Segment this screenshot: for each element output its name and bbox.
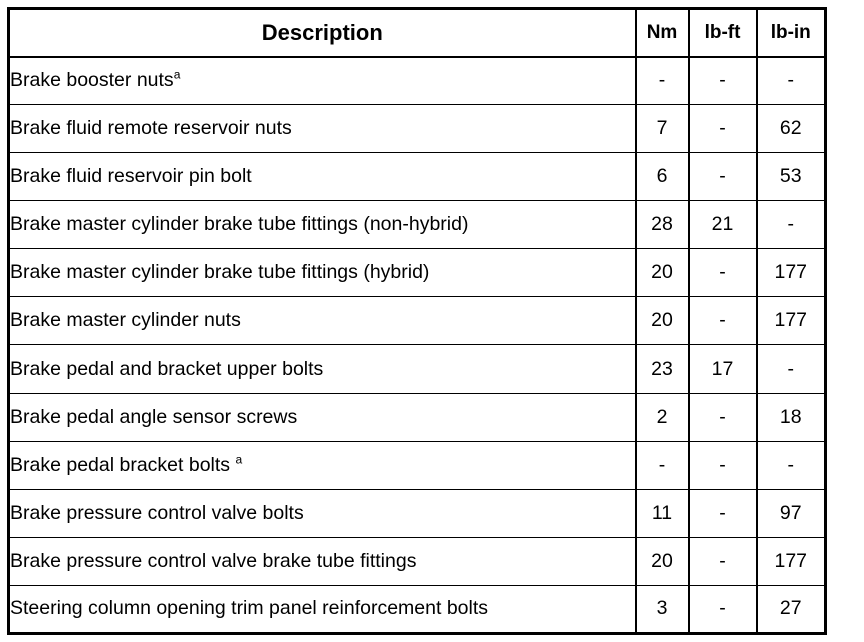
description-text: Brake fluid reservoir pin bolt <box>10 165 252 188</box>
cell-description: Brake pedal and bracket upper bolts <box>8 344 636 394</box>
description-text: Brake booster nuts <box>10 69 174 92</box>
column-header-lb-ft: lb-ft <box>687 8 757 58</box>
footnote-marker: a <box>235 452 243 467</box>
torque-specification-table-container: Description Nm lb-ft lb-in Brake booster… <box>7 7 827 635</box>
cell-nm: 11 <box>634 488 689 538</box>
cell-lb-ft: 17 <box>687 344 757 394</box>
cell-lb-ft: - <box>687 392 757 442</box>
table-row: Brake master cylinder brake tube fitting… <box>8 248 826 298</box>
cell-lb-ft: - <box>687 296 757 346</box>
cell-lb-in: 97 <box>755 488 826 538</box>
table-header-row: Description Nm lb-ft lb-in <box>8 8 826 58</box>
description-text: Brake pressure control valve brake tube … <box>10 549 417 572</box>
cell-nm: 7 <box>634 104 689 154</box>
table-row: Brake pressure control valve bolts 11-97 <box>8 488 826 538</box>
table-row: Brake booster nutsa--- <box>8 55 826 106</box>
cell-description: Brake fluid reservoir pin bolt <box>8 152 636 202</box>
cell-description: Brake master cylinder nuts <box>8 296 636 346</box>
cell-lb-in: - <box>755 344 826 394</box>
cell-lb-in: 27 <box>755 584 826 635</box>
description-text: Brake pedal angle sensor screws <box>10 405 298 428</box>
table-row: Brake pedal bracket bolts a--- <box>8 440 826 490</box>
cell-description: Brake master cylinder brake tube fitting… <box>8 248 636 298</box>
cell-lb-ft: - <box>687 55 757 106</box>
table-row: Brake master cylinder brake tube fitting… <box>8 200 826 250</box>
description-text: Steering column opening trim panel reinf… <box>10 597 489 620</box>
cell-description: Brake pedal angle sensor screws <box>8 392 636 442</box>
cell-nm: 2 <box>634 392 689 442</box>
cell-nm: 23 <box>634 344 689 394</box>
cell-nm: 3 <box>634 584 689 635</box>
cell-lb-ft: - <box>687 152 757 202</box>
description-text: Brake fluid remote reservoir nuts <box>10 117 292 140</box>
cell-lb-in: - <box>755 200 826 250</box>
cell-lb-ft: - <box>687 440 757 490</box>
cell-lb-in: 62 <box>755 104 826 154</box>
cell-nm: 6 <box>634 152 689 202</box>
cell-lb-in: - <box>755 55 826 106</box>
cell-lb-ft: 21 <box>687 200 757 250</box>
cell-nm: - <box>634 440 689 490</box>
description-text: Brake pressure control valve bolts <box>10 501 304 524</box>
description-text: Brake pedal and bracket upper bolts <box>10 357 324 380</box>
cell-lb-ft: - <box>687 488 757 538</box>
cell-lb-ft: - <box>687 536 757 586</box>
column-header-lb-in: lb-in <box>755 8 826 58</box>
cell-description: Steering column opening trim panel reinf… <box>8 584 636 635</box>
table-row: Brake pedal angle sensor screws 2-18 <box>8 392 826 442</box>
cell-description: Brake booster nutsa <box>8 55 636 106</box>
cell-lb-in: 18 <box>755 392 826 442</box>
column-header-description: Description <box>8 8 636 58</box>
table-row: Brake pressure control valve brake tube … <box>8 536 826 586</box>
cell-nm: 20 <box>634 536 689 586</box>
cell-description: Brake pressure control valve brake tube … <box>8 536 636 586</box>
cell-nm: 20 <box>634 248 689 298</box>
cell-lb-ft: - <box>687 248 757 298</box>
cell-lb-in: 53 <box>755 152 826 202</box>
table-row: Brake master cylinder nuts 20-177 <box>8 296 826 346</box>
cell-description: Brake pedal bracket bolts a <box>8 440 636 490</box>
footnote-marker: a <box>173 67 181 82</box>
table-header: Description Nm lb-ft lb-in <box>8 8 826 58</box>
cell-lb-in: 177 <box>755 536 826 586</box>
torque-specification-table: Description Nm lb-ft lb-in Brake booster… <box>7 7 827 635</box>
description-text: Brake master cylinder nuts <box>10 309 241 332</box>
description-text: Brake pedal bracket bolts <box>10 453 231 476</box>
table-row: Brake fluid reservoir pin bolt 6-53 <box>8 152 826 202</box>
cell-nm: - <box>634 55 689 106</box>
description-text: Brake master cylinder brake tube fitting… <box>10 261 430 284</box>
cell-lb-in: 177 <box>755 248 826 298</box>
cell-description: Brake pressure control valve bolts <box>8 488 636 538</box>
description-text: Brake master cylinder brake tube fitting… <box>10 213 469 236</box>
table-row: Steering column opening trim panel reinf… <box>8 584 826 635</box>
table-body: Brake booster nutsa---Brake fluid remote… <box>8 55 826 635</box>
cell-lb-in: 177 <box>755 296 826 346</box>
cell-description: Brake fluid remote reservoir nuts <box>8 104 636 154</box>
cell-description: Brake master cylinder brake tube fitting… <box>8 200 636 250</box>
column-header-nm: Nm <box>634 8 689 58</box>
cell-lb-in: - <box>755 440 826 490</box>
cell-nm: 28 <box>634 200 689 250</box>
table-row: Brake fluid remote reservoir nuts 7-62 <box>8 104 826 154</box>
cell-lb-ft: - <box>687 104 757 154</box>
cell-lb-ft: - <box>687 584 757 635</box>
cell-nm: 20 <box>634 296 689 346</box>
